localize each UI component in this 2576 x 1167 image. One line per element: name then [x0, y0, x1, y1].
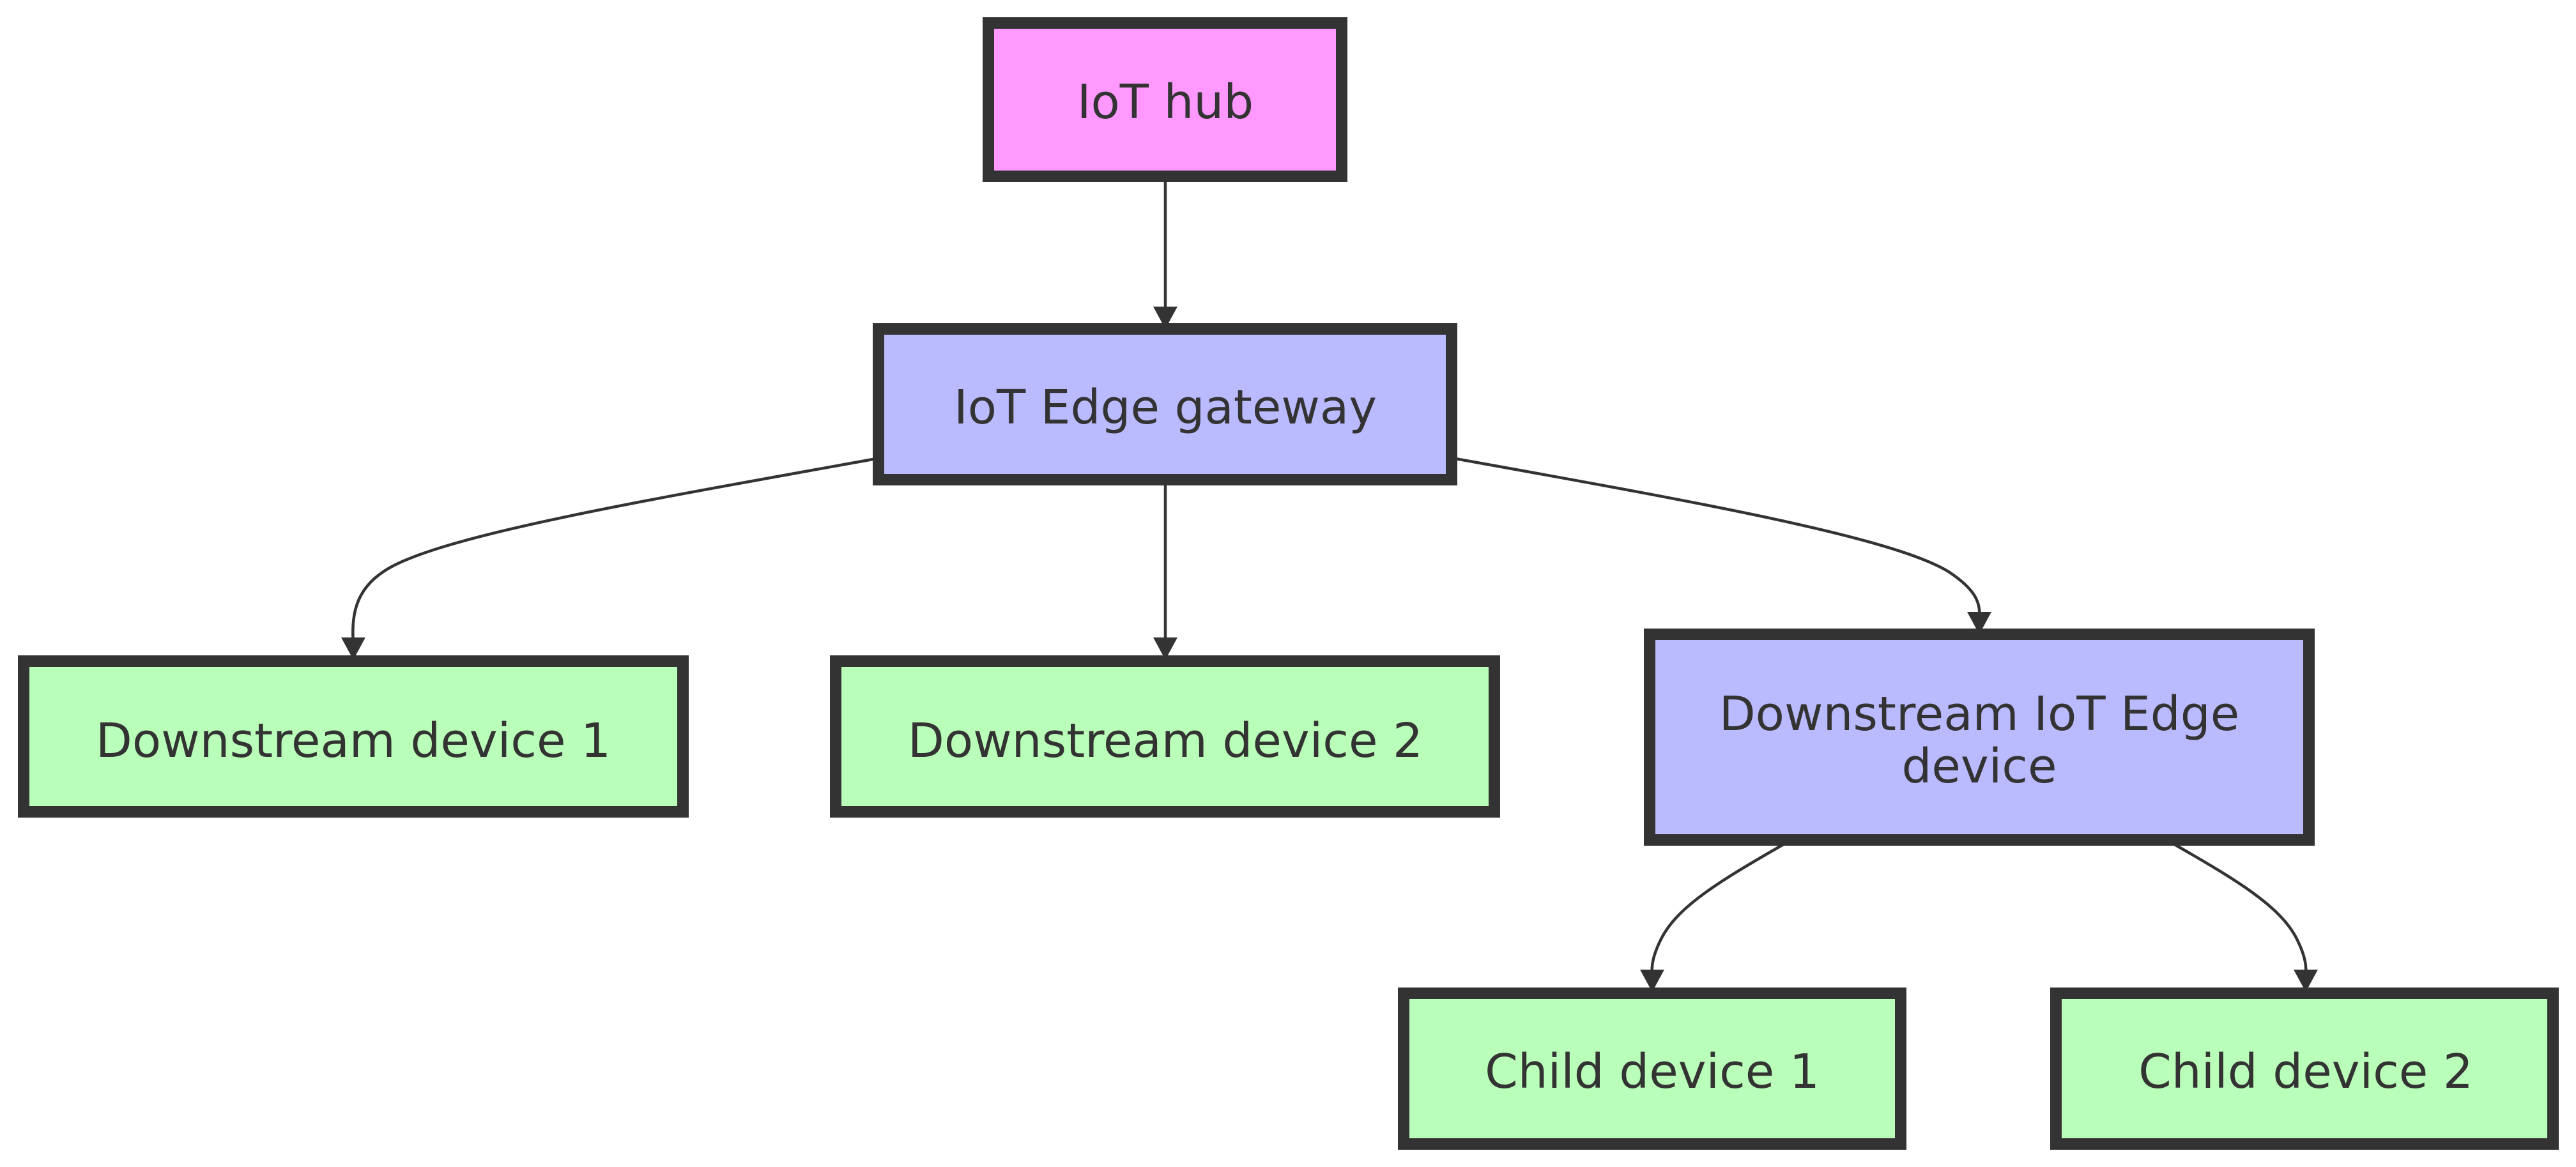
node-downstream-device-1: Downstream device 1: [18, 655, 689, 818]
node-downstream-device-1-box: [18, 655, 689, 818]
edges: [341, 180, 2318, 992]
node-iot-edge-gateway-label: IoT Edge gateway: [954, 380, 1377, 435]
node-downstream-iot-edge-device-label-line2: device: [1901, 739, 2057, 794]
arrowhead-downstream-iot-edge-device: [1967, 612, 1991, 634]
node-downstream-iot-edge-device: Downstream IoT Edge device: [1644, 629, 2315, 846]
node-downstream-device-2: Downstream device 2: [830, 655, 1500, 818]
node-child-device-1: Child device 1: [1398, 988, 1906, 1150]
arrowhead-child-device-1: [1640, 970, 1664, 992]
node-iot-hub-label: IoT hub: [1077, 75, 1254, 130]
edge-gateway-to-downstream-iot-edge-device: [1455, 457, 1981, 620]
node-child-device-1-box: [1398, 988, 1906, 1150]
node-downstream-iot-edge-device-label-line1: Downstream IoT Edge: [1719, 687, 2240, 742]
node-child-device-1-label: Child device 1: [1485, 1044, 1820, 1099]
node-child-device-2-box: [2050, 988, 2559, 1150]
edge-edge-device-to-child-device-2: [2171, 842, 2308, 978]
node-child-device-2-label: Child device 2: [2138, 1044, 2473, 1099]
arrowhead-child-device-2: [2294, 970, 2318, 992]
node-iot-edge-gateway-box: [873, 323, 1457, 485]
arrowhead-downstream-device-2: [1153, 637, 1177, 660]
arrowhead-downstream-device-1: [341, 637, 365, 660]
node-downstream-iot-edge-device-box: [1644, 629, 2315, 846]
node-downstream-device-2-box: [830, 655, 1500, 818]
node-child-device-2: Child device 2: [2050, 988, 2559, 1150]
node-iot-hub: IoT hub: [983, 17, 1347, 182]
node-downstream-device-2-label: Downstream device 2: [908, 713, 1423, 768]
arrowhead-gateway-from-hub: [1153, 307, 1177, 329]
node-iot-hub-box: [983, 17, 1347, 182]
edge-gateway-to-downstream-device-1: [351, 457, 877, 646]
edge-edge-device-to-child-device-1: [1650, 842, 1787, 978]
node-iot-edge-gateway: IoT Edge gateway: [873, 323, 1457, 485]
node-downstream-device-1-label: Downstream device 1: [96, 713, 611, 768]
